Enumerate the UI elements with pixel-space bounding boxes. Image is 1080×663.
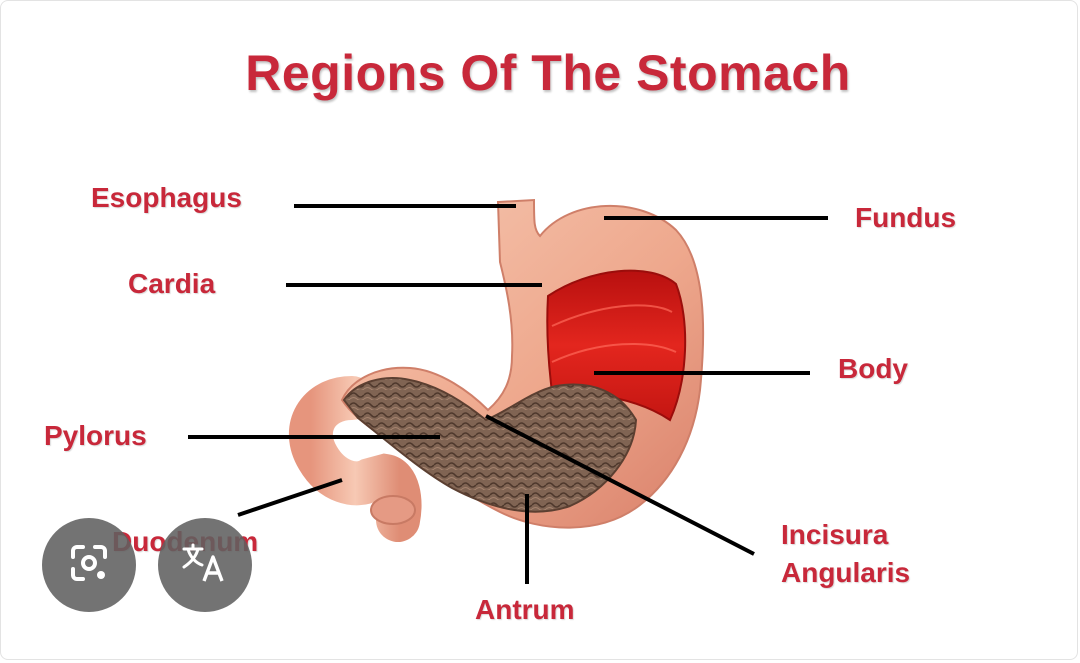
label-body: Body: [838, 353, 908, 384]
translate-icon: [180, 541, 230, 590]
diagram-title: Regions Of The Stomach: [245, 45, 851, 101]
label-incisura: Incisura: [781, 519, 889, 550]
label-esophagus: Esophagus: [91, 182, 242, 213]
google-lens-icon: [65, 539, 113, 592]
label-pylorus: Pylorus: [44, 420, 147, 451]
stomach-rugae: [342, 377, 638, 513]
google-lens-button[interactable]: [42, 518, 136, 612]
translate-button[interactable]: [158, 518, 252, 612]
leader-lines: [188, 204, 828, 584]
label-fundus: Fundus: [855, 202, 957, 233]
label-angularis: Angularis: [781, 557, 911, 588]
duodenum-shape: [288, 376, 422, 542]
label-antrum: Antrum: [475, 594, 575, 625]
label-cardia: Cardia: [128, 268, 216, 299]
incisura-leader-line: [485, 414, 755, 556]
duodenum-leader-line: [237, 478, 343, 517]
